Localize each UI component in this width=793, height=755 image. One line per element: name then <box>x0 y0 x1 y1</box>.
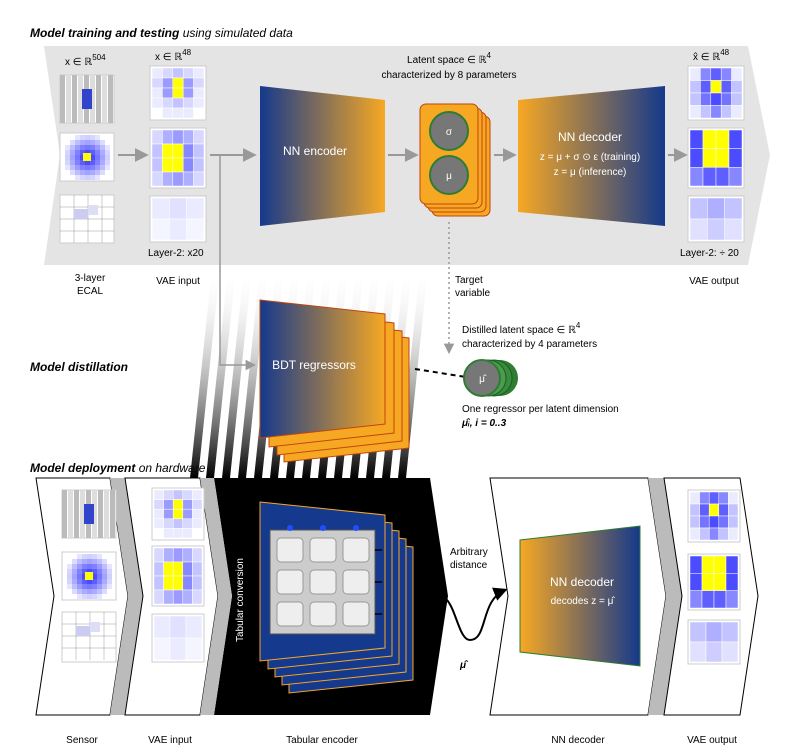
deploy-vae-input-label: VAE input <box>148 735 192 746</box>
nn-encoder <box>260 86 385 226</box>
vae-output-dim-label: x̂ ∈ ℝ48 <box>693 48 730 63</box>
vae-output-label: VAE output <box>689 276 739 287</box>
distilled-latent-sub: characterized by 4 parameters <box>462 339 597 350</box>
deploy-out-heat-1 <box>689 491 739 541</box>
mu-node <box>429 155 469 195</box>
deploy-decoder-label: NN decoder <box>550 575 614 589</box>
vae-input-label: VAE input <box>156 276 200 287</box>
decoder-chevron <box>648 478 682 715</box>
latent-space-sub: characterized by 8 parameters <box>381 70 516 81</box>
mu-label: μ <box>446 171 452 182</box>
sigma-node <box>429 111 469 151</box>
decoder-label: NN decoder <box>558 130 622 144</box>
decoder-eq-training: z = μ + σ ⊙ ε (training) <box>540 152 640 163</box>
sensor-chevron <box>110 478 143 715</box>
deploy-out-heat-3 <box>689 621 739 663</box>
section-title-deployment: Model deployment on hardware <box>30 461 206 475</box>
vae-input-chevron <box>200 478 232 715</box>
ecal-strip <box>60 75 113 123</box>
decoder-eq-inference: z = μ (inference) <box>554 167 627 178</box>
arbitrary-label-line2: distance <box>450 560 488 571</box>
target-label-line1: Target <box>455 275 483 286</box>
encoder-label: NN encoder <box>283 144 347 158</box>
sensor-layer-3-image <box>61 611 117 663</box>
arbitrary-label-line1: Arbitrary <box>450 547 488 558</box>
tabular-conversion-label: Tabular conversion <box>235 558 246 642</box>
section-title-distillation: Model distillation <box>30 360 128 374</box>
layer2-input-label: Layer-2: x20 <box>148 248 204 259</box>
deploy-vae-output-label: VAE output <box>687 735 737 746</box>
vae-input-dim-label: x ∈ ℝ48 <box>155 48 192 63</box>
vae-in-heat-2 <box>151 129 205 187</box>
nn-decoder <box>518 86 665 226</box>
bdt-regressors-stack <box>259 299 410 463</box>
deploy-decoder-sub: decodes z = μ̂ <box>551 595 616 607</box>
distilled-latent-label: Distilled latent space ∈ ℝ4 <box>462 321 581 336</box>
section-title-training: Model training and testing using simulat… <box>30 26 293 40</box>
sigma-label: σ <box>446 127 453 138</box>
nn-decoder-label: NN decoder <box>551 735 605 746</box>
sensor-blob <box>67 554 112 599</box>
ecal-label-line1: 3-layer <box>75 273 106 284</box>
lut-cells <box>276 525 382 627</box>
target-label-line2: variable <box>455 288 490 299</box>
arbitrary-distance-arrow <box>429 587 508 642</box>
sensor-strip <box>62 490 115 538</box>
ecal-blob <box>65 135 110 180</box>
mu-hat-label: μ̂ <box>479 373 487 385</box>
layer2-output-label: Layer-2: ÷ 20 <box>680 248 739 259</box>
arrow-input-to-bdt <box>219 155 257 371</box>
bdt-to-latent-link <box>414 368 467 378</box>
tabular-encoder-label: Tabular encoder <box>286 735 358 746</box>
regressor-note-line1: One regressor per latent dimension <box>462 404 619 415</box>
regressor-note-line2: μ̂ᵢ, i = 0..3 <box>461 418 507 429</box>
deploy-in-heat-3 <box>153 615 203 661</box>
deploy-in-heat-2 <box>153 547 203 605</box>
ecal-label-line2: ECAL <box>77 286 104 297</box>
deploy-nn-decoder <box>519 525 641 667</box>
latent-space-label: Latent space ∈ ℝ4 <box>407 51 491 66</box>
vae-out-heat-3 <box>689 197 743 241</box>
deploy-in-heat-1 <box>153 489 203 539</box>
deploy-mu-hat: μ̂ <box>459 660 468 671</box>
sensor-sparse <box>62 612 116 660</box>
vae-out-heat-1 <box>689 67 743 119</box>
input-dim-label: x ∈ ℝ504 <box>65 53 106 68</box>
distilled-latent-stack <box>463 359 518 397</box>
vae-in-heat-1 <box>151 67 205 119</box>
vae-out-heat-2 <box>689 129 743 187</box>
ecal-sparse <box>60 195 114 243</box>
bdt-label: BDT regressors <box>272 358 356 372</box>
sensor-label: Sensor <box>66 735 98 746</box>
deploy-out-heat-2 <box>689 555 739 609</box>
vae-in-heat-3 <box>151 197 205 241</box>
